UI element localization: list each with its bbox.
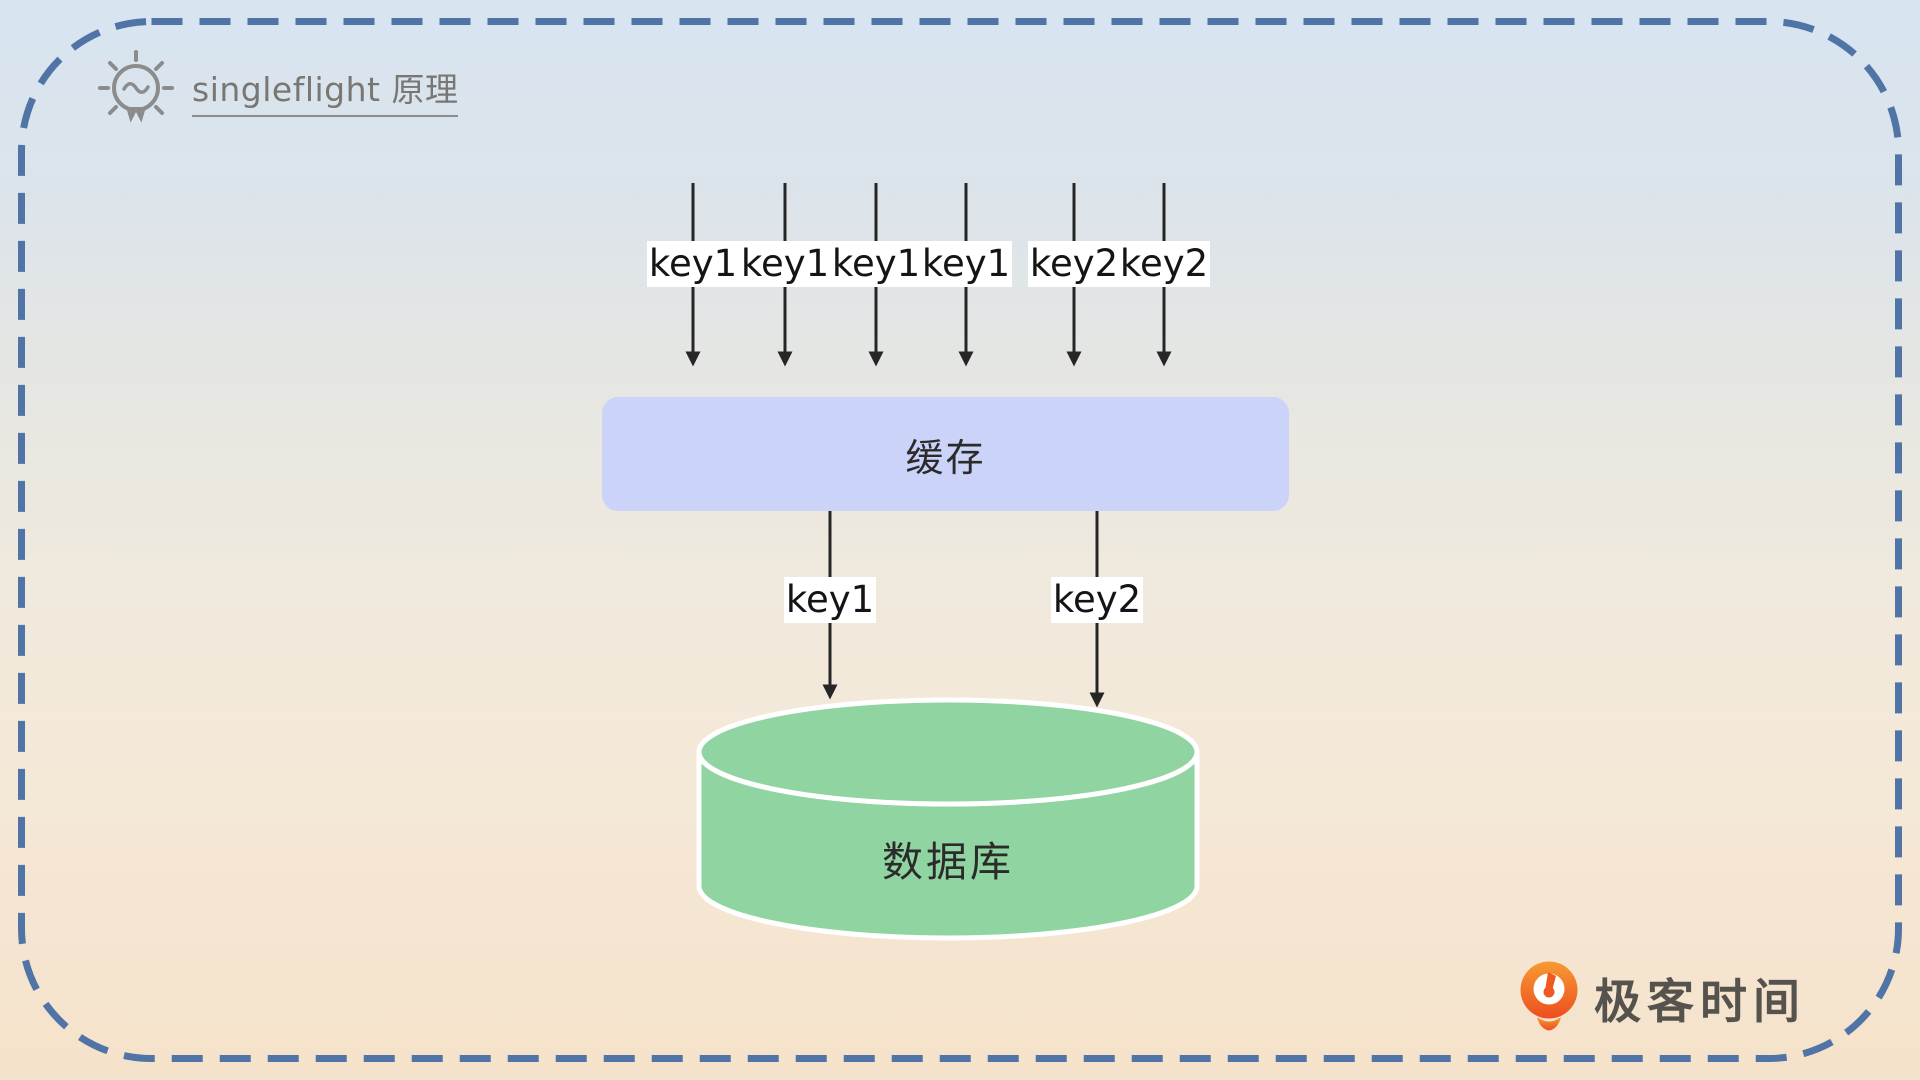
page-title: singleflight 原理: [192, 63, 459, 117]
db-key-label: key2: [1051, 577, 1143, 623]
incoming-key-label: key1: [830, 241, 922, 287]
geektime-logo-icon: [1520, 961, 1578, 1031]
incoming-key-label: key2: [1118, 241, 1210, 287]
database-label: 数据库: [882, 838, 1014, 886]
lightbulb-icon: [98, 50, 174, 124]
incoming-key-label: key1: [739, 241, 831, 287]
database-cylinder: [696, 697, 1200, 941]
geektime-logo-text: 极客时间: [1594, 974, 1806, 1030]
cache-label: 缓存: [905, 435, 986, 480]
header: singleflight 原理: [98, 48, 459, 132]
cache-node: 缓存: [602, 397, 1289, 511]
incoming-key-label: key1: [920, 241, 1012, 287]
incoming-key-label: key1: [647, 241, 739, 287]
geektime-branding: 极客时间: [1518, 960, 1806, 1034]
dashed-border-frame: [18, 18, 1902, 1062]
db-key-label: key1: [784, 577, 876, 623]
incoming-key-label: key2: [1028, 241, 1120, 287]
